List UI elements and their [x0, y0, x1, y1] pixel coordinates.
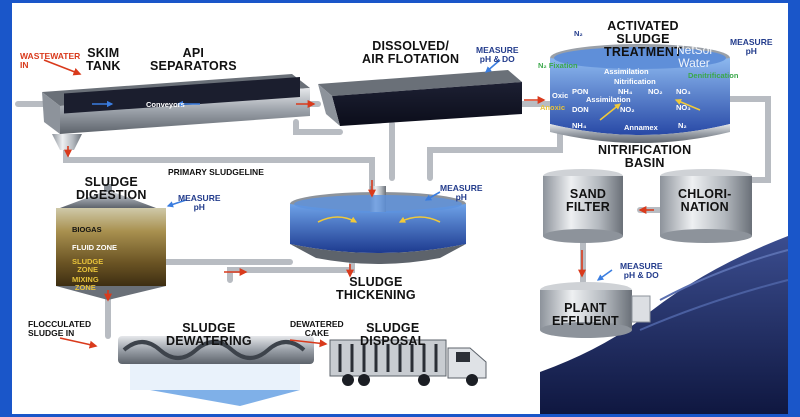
receiving-water [540, 236, 789, 414]
dissolved-air-flotation-tank [318, 70, 522, 126]
flow-arrows [43, 59, 701, 349]
basin-term-n2-top: N₂ [574, 29, 583, 38]
basin-term-no3-1: NO₃ [676, 87, 691, 96]
basin-term-n2-bottom: N₂ [678, 121, 687, 130]
basin-term-no2-2: NO₂ [620, 105, 635, 114]
basin-term-no3-2: NO₃ [676, 103, 691, 112]
digester-zone-biogas: BIOGAS [72, 225, 102, 234]
label-conveyors: Conveyors [146, 100, 185, 109]
basin-term-no2-1: NO₂ [648, 87, 663, 96]
dewatering-screw-press [118, 336, 314, 406]
sand-filter-tank [543, 169, 623, 243]
basin-term-nh4-1: NH₄ [618, 87, 633, 96]
basin-term-annamex: Annamex [624, 123, 658, 132]
basin-term-nitrification: Nitrification [614, 77, 656, 86]
basin-term-oxic: Oxic [552, 91, 569, 100]
basin-term-nh4-2: NH₄ [572, 121, 587, 130]
nitrification-basin-tank [550, 44, 730, 143]
chlorination-tank [660, 169, 752, 243]
watermark-logo: NetSol Water [676, 44, 712, 69]
basin-term-assimilation-1: Assimilation [604, 67, 649, 76]
basin-term-assimilation-2: Assimilation [586, 95, 631, 104]
watermark-line-2: Water [678, 55, 710, 70]
sludge-digester-tank [56, 184, 166, 300]
basin-term-anoxic: Anoxic [540, 103, 566, 112]
watermark-line-1: NetSol [676, 43, 713, 57]
label-primary-sludgeline: PRIMARY SLUDGELINE [168, 167, 264, 177]
label-chlorination: CHLORI-NATION [678, 187, 732, 215]
plant-effluent-tank [540, 282, 651, 338]
skim-tank-api-separator [42, 74, 310, 150]
digester-zone-fluid: FLUID ZONE [72, 243, 117, 252]
basin-term-denitrification: Denitrification [688, 71, 739, 80]
label-dissolved-air-flotation: DISSOLVED/AIR FLOTATION [362, 39, 460, 67]
disposal-truck [329, 339, 487, 386]
basin-term-don: DON [572, 105, 589, 114]
basin-term-n2-fixation: N₂ Fixation [538, 61, 578, 70]
basin-term-pon: PON [572, 87, 589, 96]
